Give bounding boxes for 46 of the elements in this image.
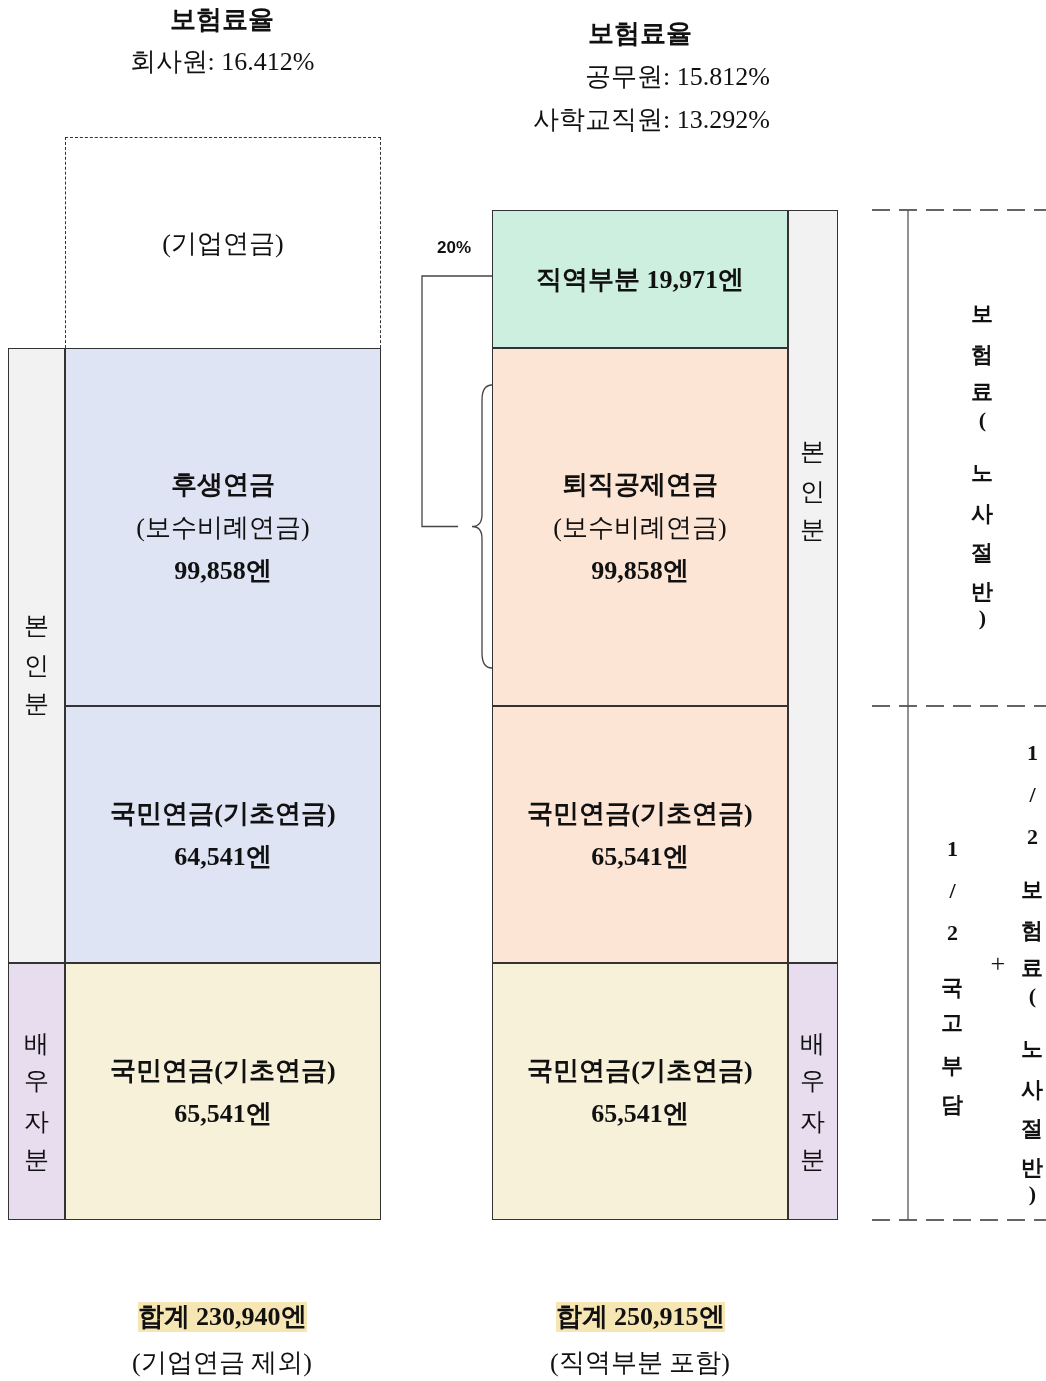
band-label: 배우자분 bbox=[24, 1013, 49, 1170]
side-label: 보험료(노사절반) bbox=[971, 290, 993, 647]
side-band bbox=[788, 963, 838, 1220]
total-text: 합계 250,915엔 bbox=[555, 1302, 725, 1332]
block-text: 99,858엔 bbox=[591, 554, 689, 587]
block-text: 65,541엔 bbox=[174, 1097, 272, 1130]
block-title: 국민연금(기초연금) bbox=[110, 1054, 336, 1087]
note-text: (직역부분 포함) bbox=[550, 1347, 730, 1379]
block-title: 국민연금(기초연금) bbox=[527, 797, 753, 830]
edge-label: 20% bbox=[437, 237, 472, 259]
pension-block bbox=[492, 210, 788, 348]
block-text: 65,541엔 bbox=[591, 840, 689, 873]
rate-text: 사학교직원: 13.292% bbox=[533, 104, 770, 136]
note-text: (기업연금 제외) bbox=[132, 1347, 312, 1379]
block-text: 65,541엔 bbox=[591, 1097, 689, 1130]
plus-sign: + bbox=[990, 948, 1006, 980]
total-text: 합계 230,940엔 bbox=[137, 1302, 307, 1332]
block-title: (기업연금) bbox=[162, 227, 284, 260]
pension-block bbox=[65, 348, 381, 706]
block-title: 퇴직공제연금 bbox=[562, 468, 718, 501]
block-title: 직역부분 19,971엔 bbox=[536, 263, 744, 296]
band-label: 본인분 bbox=[24, 597, 49, 714]
pension-block bbox=[492, 706, 788, 963]
heading: 보험료율 bbox=[170, 4, 274, 36]
band-label: 배우자분 bbox=[800, 1013, 826, 1170]
pension-block bbox=[492, 963, 788, 1220]
pension-block bbox=[65, 706, 381, 963]
side-band bbox=[8, 348, 65, 963]
band-label: 본인분 bbox=[800, 423, 826, 540]
block-text: (보수비례연금) bbox=[136, 511, 310, 544]
side-label: 1/2보험료(노사절반) bbox=[1021, 740, 1043, 1223]
block-text: 99,858엔 bbox=[174, 554, 272, 587]
block-title: 후생연금 bbox=[171, 468, 275, 501]
block-title: 국민연금(기초연금) bbox=[110, 797, 336, 830]
side-band bbox=[8, 963, 65, 1220]
block-title: 국민연금(기초연금) bbox=[527, 1054, 753, 1087]
pension-block bbox=[492, 348, 788, 706]
side-label: 1/2국고부담 bbox=[941, 836, 963, 1118]
rate-text: 회사원: 16.412% bbox=[129, 46, 315, 78]
connector-line bbox=[421, 275, 493, 528]
heading: 보험료율 bbox=[588, 18, 692, 50]
pension-block bbox=[65, 963, 381, 1220]
block-text: (보수비례연금) bbox=[553, 511, 727, 544]
block-text: 64,541엔 bbox=[174, 840, 272, 873]
side-band bbox=[788, 210, 838, 963]
rate-text: 공무원: 15.812% bbox=[585, 61, 770, 93]
